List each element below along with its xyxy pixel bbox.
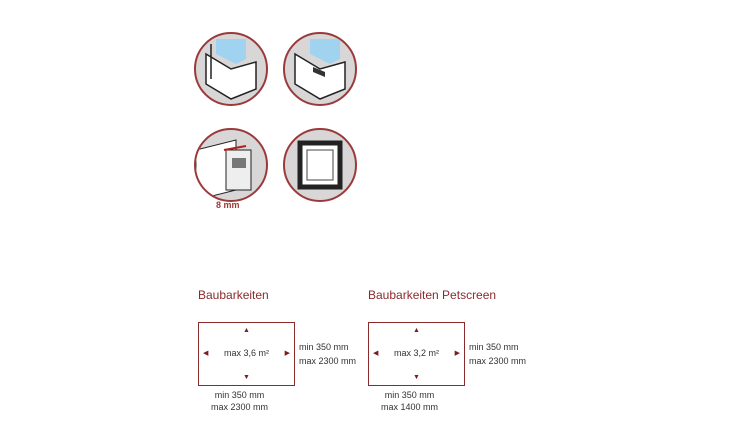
height-max: max 2300 mm <box>469 356 527 366</box>
width-max: max 2300 mm <box>210 402 269 412</box>
arrow-left-icon: ◀ <box>203 350 209 357</box>
arrow-right-icon: ▶ <box>454 350 460 357</box>
max-area: max 3,2 m² <box>393 348 439 358</box>
arrow-left-icon: ◀ <box>373 350 379 357</box>
section-title: Baubarkeiten Petscreen <box>368 288 497 302</box>
section-title: Baubarkeiten <box>198 288 269 302</box>
height-max: max 2300 mm <box>299 356 357 366</box>
frame-profile-8mm-icon <box>194 128 268 202</box>
height-min: min 350 mm <box>299 342 349 352</box>
width-min: min 350 mm <box>384 390 435 400</box>
arrow-up-icon: ▲ <box>243 327 250 334</box>
arrow-down-icon: ▼ <box>243 374 250 381</box>
arrow-down-icon: ▼ <box>413 374 420 381</box>
window-profile-1-icon <box>194 32 268 106</box>
dimension-box: ▲ ▼ ◀ ▶ max 3,2 m² <box>368 322 465 386</box>
max-area: max 3,6 m² <box>223 348 269 358</box>
arrow-up-icon: ▲ <box>413 327 420 334</box>
height-min: min 350 mm <box>469 342 519 352</box>
profile-width-label: 8 mm <box>216 200 240 210</box>
width-max: max 1400 mm <box>380 402 439 412</box>
screen-frame-icon <box>283 128 357 202</box>
arrow-right-icon: ▶ <box>284 350 290 357</box>
width-min: min 350 mm <box>214 390 265 400</box>
window-profile-2-icon <box>283 32 357 106</box>
dimension-box: ▲ ▼ ◀ ▶ max 3,6 m² <box>198 322 295 386</box>
